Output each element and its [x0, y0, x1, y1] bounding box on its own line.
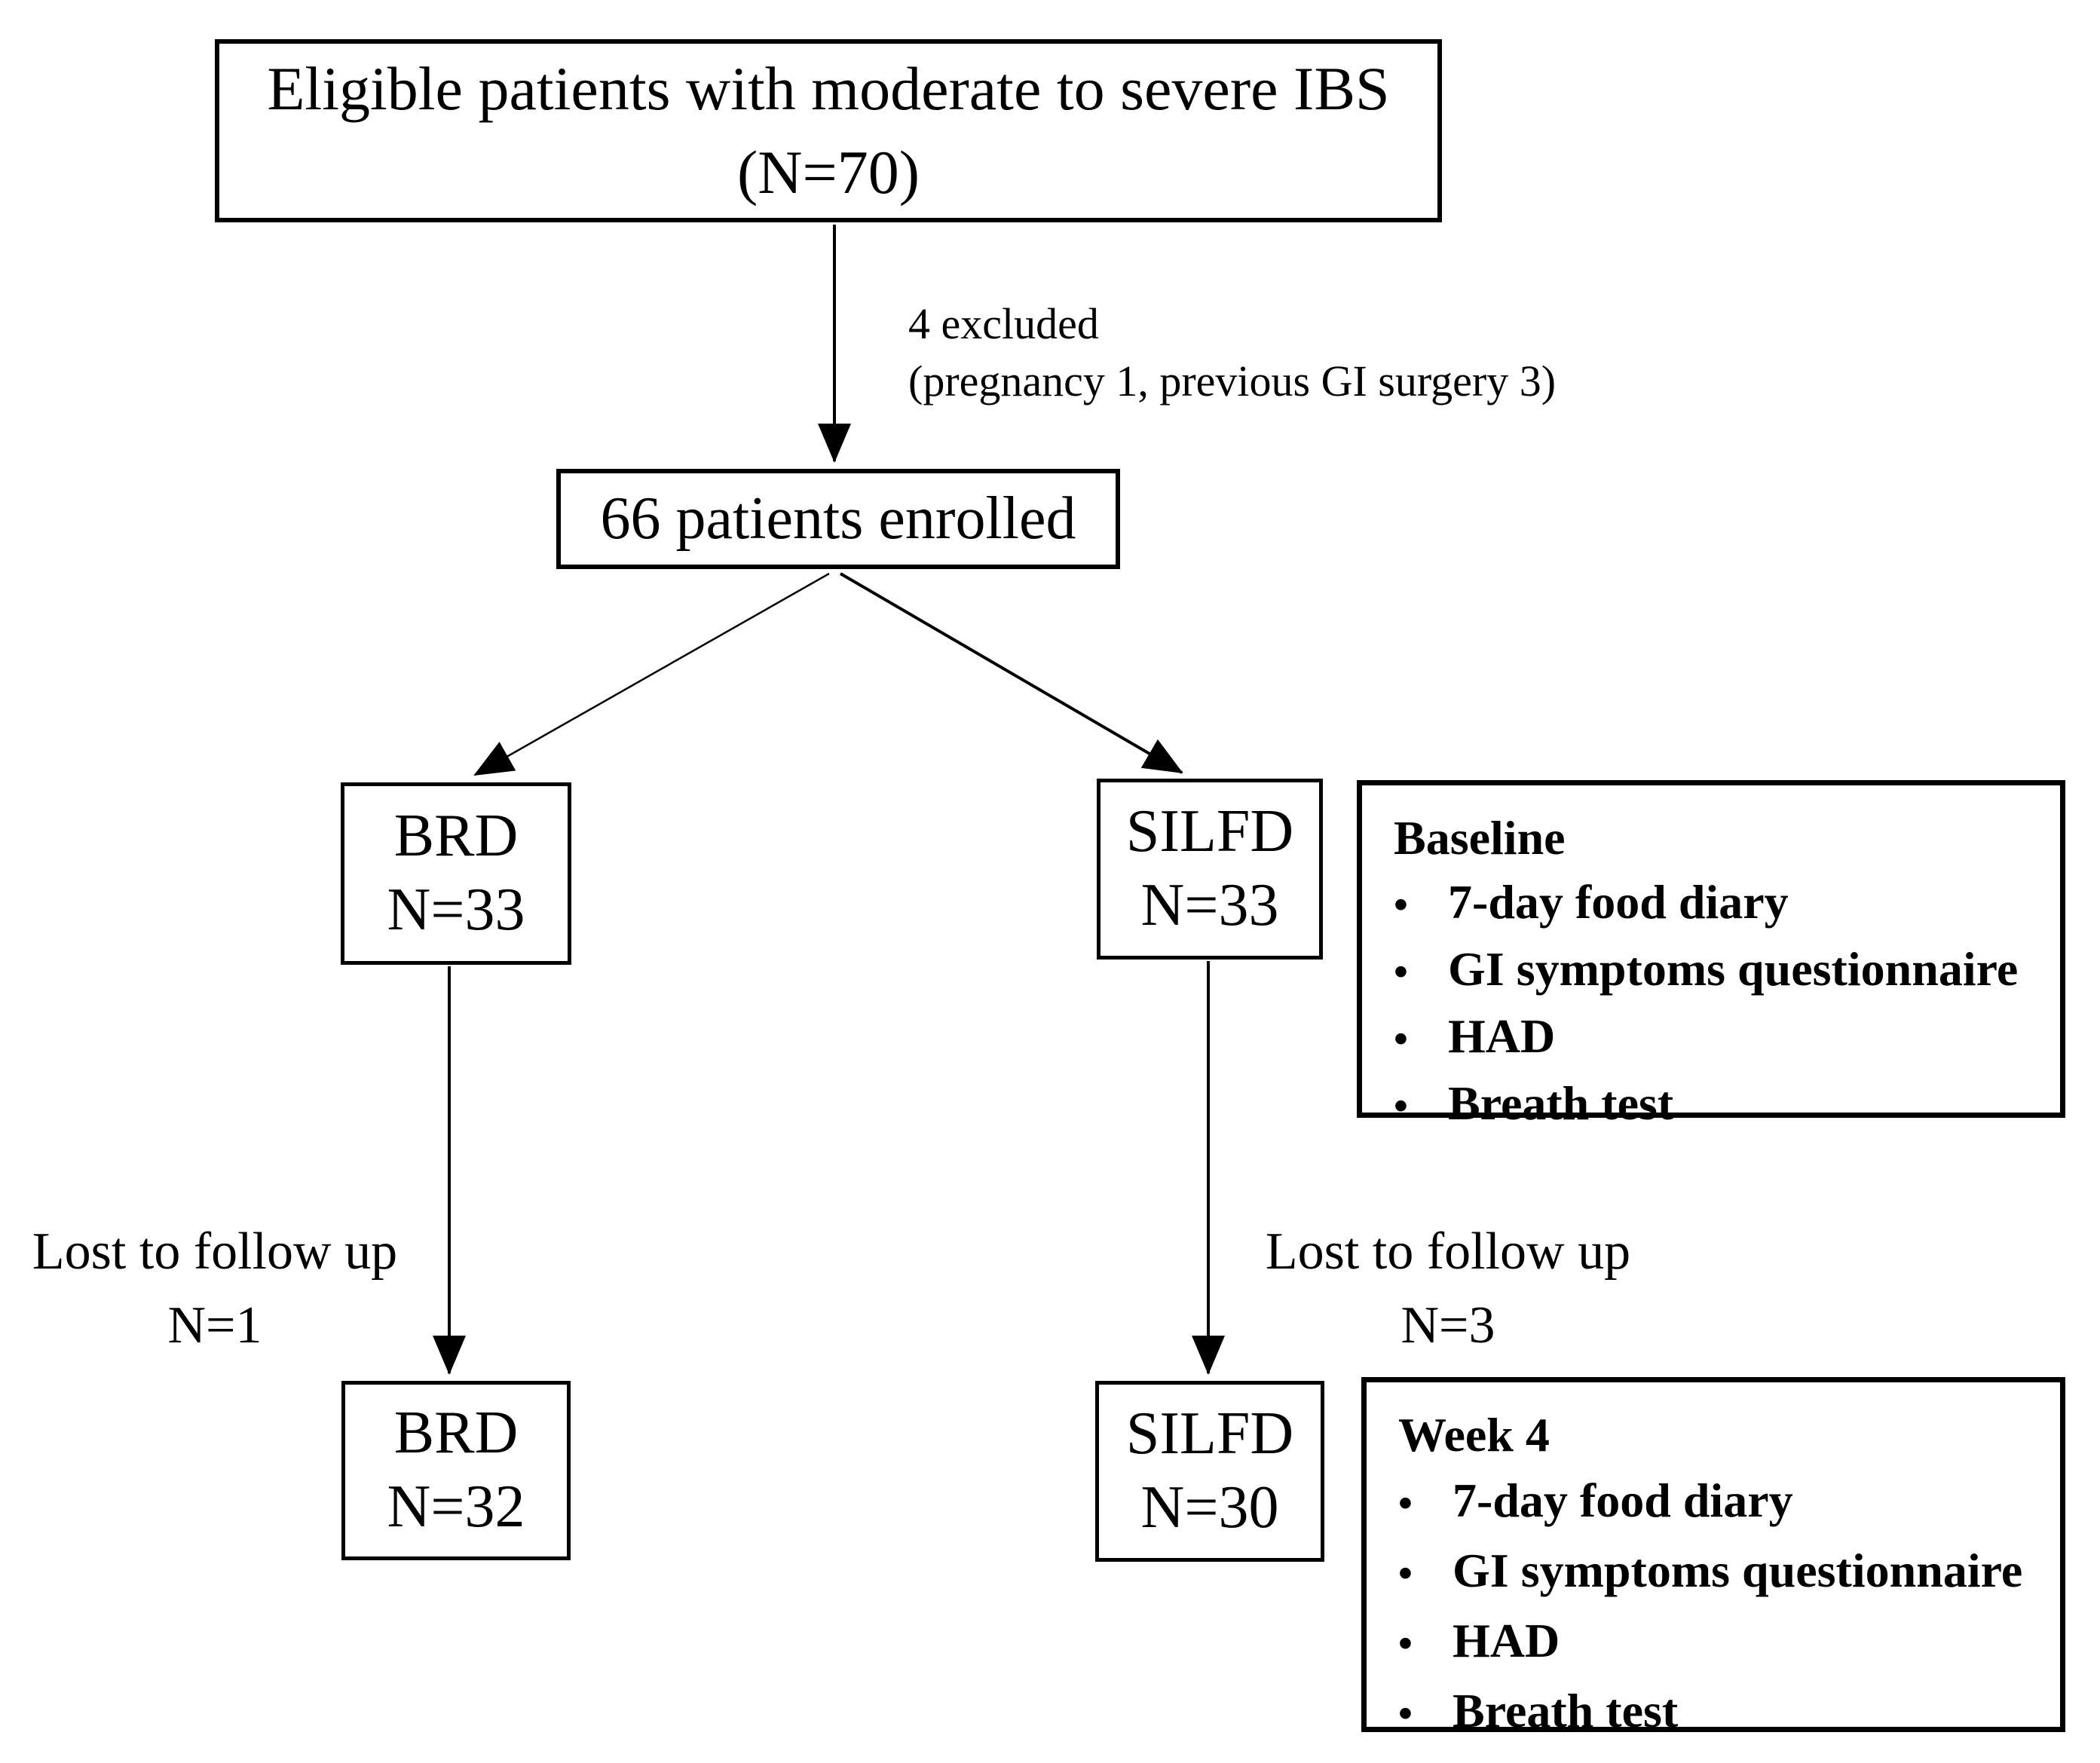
- bullet-item: • HAD: [1394, 1004, 2037, 1071]
- lost-count: N=3: [1401, 1296, 1495, 1354]
- enrolled-text: 66 patients enrolled: [600, 485, 1076, 552]
- lost-to-follow-up-brd: Lost to follow up N=1: [4, 1215, 426, 1363]
- excluded-note-line2: (pregnancy 1, previous GI surgery 3): [908, 357, 1557, 406]
- arm-count: N=30: [1140, 1474, 1279, 1541]
- panel-title: Baseline: [1394, 811, 1566, 865]
- lost-to-follow-up-silfd: Lost to follow up N=3: [1237, 1215, 1659, 1363]
- lost-label: Lost to follow up: [1265, 1223, 1631, 1281]
- bullet-icon: •: [1394, 1016, 1408, 1061]
- bullet-item: • HAD: [1398, 1607, 2037, 1677]
- lost-label: Lost to follow up: [32, 1223, 398, 1281]
- arm-name: SILFD: [1125, 798, 1294, 865]
- eligible-count: (N=70): [736, 137, 920, 207]
- bullet-icon: •: [1398, 1691, 1413, 1736]
- excluded-note-line1: 4 excluded: [908, 299, 1099, 348]
- arm-name: BRD: [393, 1400, 519, 1467]
- bullet-text: GI symptoms questionnaire: [1448, 942, 2019, 996]
- bullet-icon: •: [1394, 882, 1408, 927]
- bullet-icon: •: [1394, 1083, 1408, 1128]
- bullet-text: Breath test: [1448, 1076, 1674, 1130]
- week4-assessments-panel: Week 4 • 7-day food diary • GI symptoms …: [1361, 1377, 2065, 1737]
- excluded-note: 4 excluded (pregnancy 1, previous GI sur…: [908, 295, 1556, 410]
- box-enrolled: 66 patients enrolled: [556, 469, 1120, 569]
- arm-name: BRD: [393, 803, 519, 870]
- arm-count: N=33: [387, 877, 525, 943]
- bullet-item: • 7-day food diary: [1398, 1467, 2037, 1537]
- bullet-text: 7-day food diary: [1448, 875, 1789, 929]
- bullet-icon: •: [1394, 949, 1408, 994]
- box-eligible-patients: Eligible patients with moderate to sever…: [215, 39, 1442, 222]
- arrow-enrolled-to-brd: [473, 572, 830, 776]
- box-silfd-initial: SILFD N=33: [1097, 779, 1323, 960]
- bullet-icon: •: [1398, 1480, 1413, 1526]
- box-silfd-week4: SILFD N=30: [1095, 1381, 1324, 1562]
- bullet-text: HAD: [1453, 1614, 1560, 1667]
- panel-title: Week 4: [1398, 1408, 1550, 1462]
- lost-count: N=1: [167, 1296, 262, 1354]
- bullet-text: 7-day food diary: [1453, 1474, 1793, 1527]
- eligible-text: Eligible patients with moderate to sever…: [267, 54, 1390, 123]
- bullet-text: Breath test: [1453, 1684, 1679, 1737]
- box-brd-week4: BRD N=32: [341, 1381, 571, 1560]
- bullet-text: GI symptoms questionnaire: [1453, 1544, 2023, 1597]
- baseline-assessments-panel: Baseline • 7-day food diary • GI symptom…: [1357, 780, 2065, 1130]
- bullet-icon: •: [1398, 1550, 1413, 1596]
- arm-count: N=32: [387, 1474, 525, 1540]
- arm-count: N=33: [1140, 872, 1279, 938]
- arrow-enrolled-to-silfd: [839, 572, 1183, 774]
- bullet-item: • Breath test: [1394, 1071, 2037, 1138]
- bullet-text: HAD: [1448, 1009, 1556, 1063]
- bullet-item: • Breath test: [1398, 1677, 2037, 1747]
- box-brd-initial: BRD N=33: [341, 782, 571, 965]
- bullet-item: • 7-day food diary: [1394, 870, 2037, 937]
- bullet-item: • GI symptoms questionnaire: [1394, 937, 2037, 1004]
- bullet-item: • GI symptoms questionnaire: [1398, 1537, 2037, 1607]
- arm-name: SILFD: [1125, 1400, 1294, 1468]
- bullet-icon: •: [1398, 1621, 1413, 1666]
